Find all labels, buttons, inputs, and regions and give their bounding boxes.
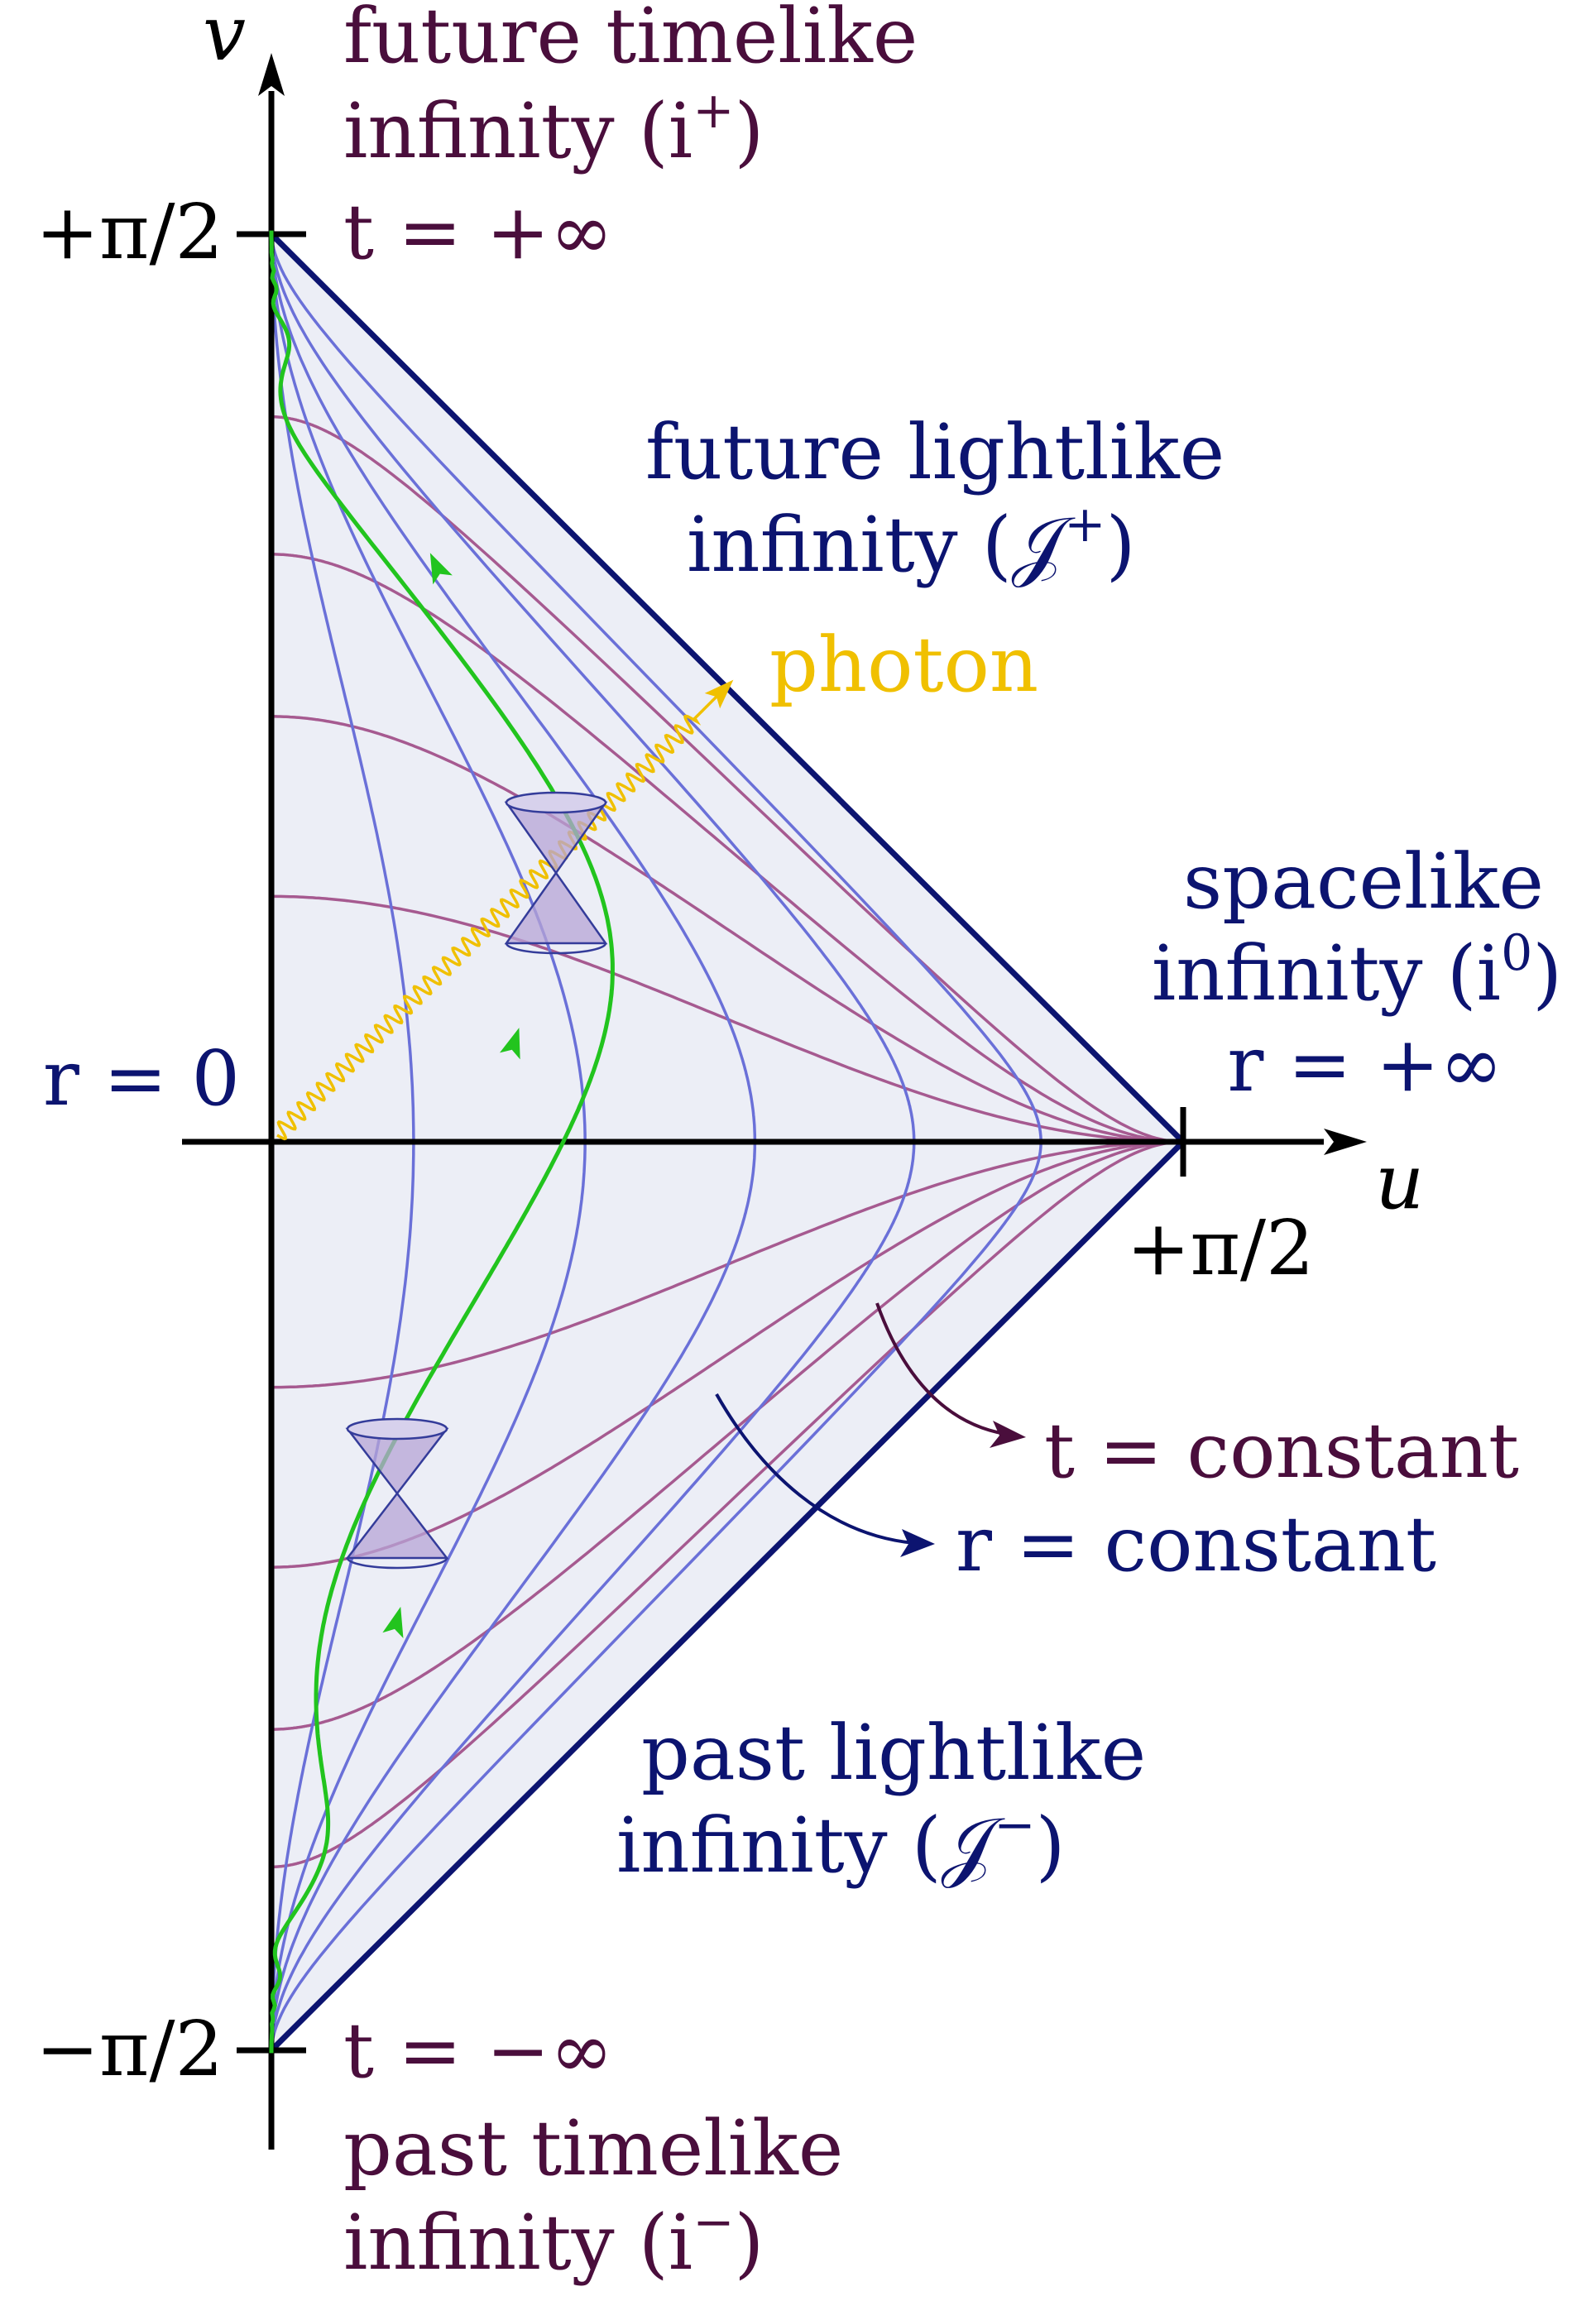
past-timelike-line1: past timelike: [343, 2104, 843, 2193]
photon-label: photon: [769, 621, 1038, 709]
past-lightlike-sup: −: [994, 1796, 1035, 1854]
photon-worldline: [276, 679, 734, 1141]
u-axis-arrowhead: [1324, 1129, 1367, 1155]
past-lightlike-line2: infinity (𝒥−): [616, 1796, 1065, 1890]
past-cone-rim: [505, 942, 607, 955]
t-constant-label: t = constant: [1044, 1407, 1519, 1495]
v-axis-arrowhead: [258, 53, 285, 96]
worldline-arrowhead: [382, 1606, 404, 1638]
spacelike-sup: 0: [1501, 924, 1532, 982]
r-constant-pointer: [715, 1393, 915, 1545]
future-timelike-sup: +: [693, 82, 734, 140]
spacelike-r: r = +∞: [1227, 1020, 1503, 1109]
future-lightlike-sup: +: [1064, 496, 1105, 554]
t-constant-curve: [271, 894, 1183, 1143]
light-cones: [345, 791, 608, 1570]
future-lightlike-line1: future lightlike: [645, 408, 1225, 496]
past-lightlike-line1: past lightlike: [641, 1709, 1146, 1797]
future-lightlike-label: future lightlike infinity (𝒥+): [645, 408, 1225, 589]
future-timelike-line2: infinity (i+): [343, 82, 764, 175]
t-constant-pointer-head: [990, 1421, 1026, 1448]
t-constant-curve: [271, 715, 1183, 1143]
r-constant-label: r = constant: [956, 1500, 1436, 1589]
spacelike-line2: infinity (i0): [1152, 924, 1562, 1018]
r-constant-pointer-head: [900, 1529, 935, 1557]
t-constant-curve: [271, 1140, 1183, 1389]
worldline-arrowhead: [499, 1028, 520, 1060]
r-zero-label: r = 0: [43, 1034, 240, 1123]
spacelike-line1: spacelike: [1183, 837, 1544, 926]
future-timelike-t: t = +∞: [343, 188, 613, 276]
past-timelike-line2: infinity (i−): [343, 2193, 764, 2287]
future-cone-rim: [346, 1417, 448, 1441]
past-null-boundary: [269, 1139, 1186, 2053]
light-cone: [504, 791, 608, 955]
u-right-tick-label: +π/2: [1126, 1204, 1314, 1292]
past-timelike-t: t = −∞: [343, 2006, 613, 2095]
future-lightlike-line2: infinity (𝒥+): [687, 496, 1135, 589]
past-cone-rim: [346, 1557, 448, 1570]
t-constant-curve: [271, 553, 1183, 1143]
past-lightlike-label: past lightlike infinity (𝒥−): [616, 1709, 1146, 1890]
future-timelike-label: future timelike infinity (i+) t = +∞: [343, 0, 918, 276]
v-axis-label: v: [203, 0, 246, 78]
v-top-tick-label: +π/2: [36, 188, 223, 276]
past-timelike-label: t = −∞ past timelike infinity (i−): [343, 2006, 843, 2287]
axes: [182, 53, 1367, 2150]
t-constant-pointer: [875, 1302, 1006, 1436]
v-bottom-tick-label: −π/2: [36, 2005, 223, 2093]
spacelike-label: spacelike infinity (i0) r = +∞: [1152, 837, 1562, 1109]
future-timelike-line1: future timelike: [343, 0, 918, 80]
u-axis-label: u: [1375, 1138, 1424, 1226]
photon-arrowhead: [704, 679, 734, 709]
past-cone: [504, 870, 608, 945]
light-cone: [345, 1417, 449, 1570]
annotation-arrows: [715, 1302, 1026, 1557]
photon-wave: [276, 693, 720, 1141]
worldline-curve: [269, 230, 615, 2054]
timelike-worldline: [269, 230, 615, 2054]
future-cone-rim: [505, 791, 607, 814]
past-cone: [345, 1491, 449, 1560]
worldline-arrowhead: [429, 553, 453, 585]
past-timelike-sup: −: [693, 2193, 734, 2251]
